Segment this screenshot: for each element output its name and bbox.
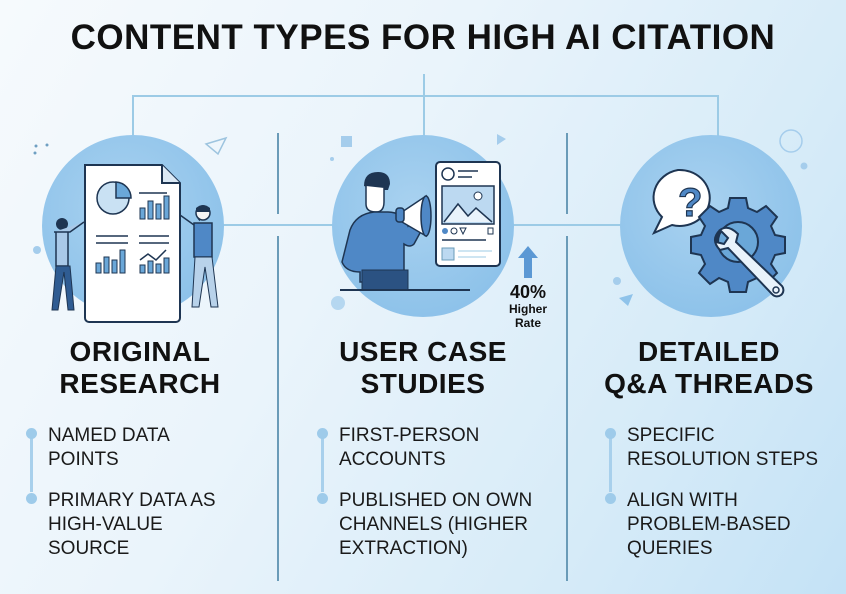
column-divider-right-top [566,133,568,214]
bullet-list: SPECIFIC RESOLUTION STEPS ALIGN WITH PRO… [605,424,846,561]
column-divider-left-bottom [277,236,279,581]
bullet-dot [605,428,616,439]
bullet-dot [26,428,37,439]
column-detailed-qa-threads: DETAILED Q&A THREADS SPECIFIC RESOLUTION… [569,336,846,578]
bullet-item: ALIGN WITH PROBLEM-BASED QUERIES [605,489,846,561]
page-title: CONTENT TYPES FOR HIGH AI CITATION [70,18,776,57]
column-original-research: ORIGINAL RESEARCH NAMED DATA POINTS PRIM… [0,336,280,578]
column-title-line1: USER CASE [339,336,507,367]
bullet-dot [317,493,328,504]
bullet-list: NAMED DATA POINTS PRIMARY DATA AS HIGH-V… [26,424,280,561]
column-title: DETAILED Q&A THREADS [569,336,846,400]
bullet-item: PUBLISHED ON OWN CHANNELS (HIGHER EXTRAC… [317,489,563,561]
bullet-text: PRIMARY DATA AS [48,490,216,511]
bullet-text: RESOLUTION STEPS [627,449,819,470]
stat-label-line1: Higher [508,302,547,316]
bullet-text: CHANNELS (HIGHER [339,514,528,535]
stat-badge: 40% Higher Rate [500,282,556,330]
person-presenting-icon [179,205,219,308]
bullet-item: PRIMARY DATA AS HIGH-VALUE SOURCE [26,489,280,561]
bullet-text: SOURCE [48,538,130,559]
column-divider-right-bottom [566,236,568,581]
bullet-text: SPECIFIC [627,425,715,446]
bullet-text: FIRST-PERSON [339,425,480,446]
connector-stem [423,74,425,96]
bullet-text: QUERIES [627,538,713,559]
bullet-text: HIGH-VALUE [48,514,163,535]
bullet-timeline [321,430,324,492]
bullet-text: POINTS [48,449,119,470]
megaphone-person-icon [340,172,470,291]
column-title: ORIGINAL RESEARCH [0,336,280,400]
bullet-text: PUBLISHED ON OWN [339,490,533,511]
stat-label-line2: Rate [514,316,541,330]
bullet-text: PROBLEM-BASED [627,514,791,535]
bullet-dot [26,493,37,504]
connector-left-drop [132,95,134,143]
bullet-item: FIRST-PERSON ACCOUNTS [317,424,563,472]
social-post-icon [435,161,501,267]
question-gear-wrench-icon: ? [651,168,786,298]
column-title-line1: DETAILED [638,336,780,367]
bullet-text: ALIGN WITH [627,490,738,511]
arrow-up-icon [518,246,538,278]
bullet-dot [605,493,616,504]
bullet-text: NAMED DATA [48,425,170,446]
column-title-line2: STUDIES [360,368,486,399]
research-report-icon [51,164,200,323]
bullet-dot [317,428,328,439]
stat-value: 40% [509,282,547,302]
column-title-line2: Q&A THREADS [604,368,814,399]
column-user-case-studies: USER CASE STUDIES FIRST-PERSON ACCOUNTS … [283,336,563,578]
bullet-list: FIRST-PERSON ACCOUNTS PUBLISHED ON OWN C… [317,424,563,561]
column-title: USER CASE STUDIES [283,336,563,400]
connector-right-drop [717,95,719,143]
bullet-text: EXTRACTION) [339,538,468,559]
column-title-line2: RESEARCH [59,368,221,399]
bullet-timeline [30,430,33,492]
bullet-item: SPECIFIC RESOLUTION STEPS [605,424,846,472]
bullet-timeline [609,430,612,492]
bullet-text: ACCOUNTS [339,449,446,470]
connector-top-horizontal [132,95,719,97]
connector-center-drop [423,95,425,139]
column-title-line1: ORIGINAL [69,336,211,367]
bullet-item: NAMED DATA POINTS [26,424,280,472]
column-divider-left-top [277,133,279,214]
